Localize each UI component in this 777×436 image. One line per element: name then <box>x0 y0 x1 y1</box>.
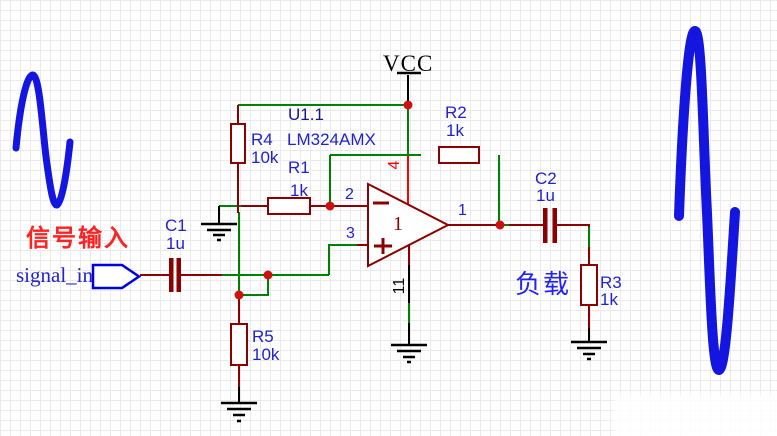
junction-dot-signal <box>263 270 273 280</box>
c1-value[interactable]: 1u <box>166 234 185 253</box>
opamp-symbol[interactable] <box>367 182 451 268</box>
ground-symbol-r3[interactable] <box>571 340 607 361</box>
signal-input-annotation: 信号输入 <box>26 225 130 252</box>
ground-symbol-r5[interactable] <box>221 401 257 423</box>
r4-ref[interactable]: R4 <box>251 130 273 149</box>
c2-value[interactable]: 1u <box>536 186 555 205</box>
resistor-r2-body[interactable] <box>438 146 480 164</box>
c2-ref[interactable]: C2 <box>535 169 557 188</box>
signal-in-port-symbol[interactable] <box>91 263 142 290</box>
capacitor-c1-body[interactable] <box>169 258 181 292</box>
r5-value[interactable]: 10k <box>252 345 280 364</box>
r5-ref[interactable]: R5 <box>252 327 274 346</box>
junction-dot-pin2 <box>325 201 335 211</box>
pin4-number: 4 <box>386 160 403 170</box>
pin2-number: 2 <box>345 186 354 203</box>
r2-value[interactable]: 1k <box>446 121 464 140</box>
junction-dot-output <box>495 220 505 230</box>
resistor-r3-body[interactable] <box>580 264 598 306</box>
r1-value[interactable]: 1k <box>290 181 308 200</box>
ground-wires[interactable] <box>218 71 590 402</box>
signal-in-port-label[interactable]: signal_in <box>16 263 93 287</box>
wire-bias-jog[interactable] <box>239 275 269 296</box>
opamp-designator[interactable]: U1.1 <box>288 105 324 124</box>
pin3-number: 3 <box>346 225 355 242</box>
ground-symbol-pin11[interactable] <box>391 343 427 364</box>
pin1-number: 1 <box>458 202 467 219</box>
resistor-r4-body[interactable] <box>230 123 246 164</box>
opamp-part-number[interactable]: LM324AMX <box>287 130 376 149</box>
wire-to-pin3[interactable] <box>328 244 357 275</box>
load-annotation: 负载 <box>515 269 572 299</box>
vcc-label[interactable]: VCC <box>383 51 434 76</box>
watermark-smudge <box>613 394 777 436</box>
r4-value[interactable]: 10k <box>251 148 279 167</box>
c1-ref[interactable]: C1 <box>165 216 187 235</box>
resistor-r5-body[interactable] <box>230 323 248 366</box>
resistor-r1-body[interactable] <box>267 197 311 215</box>
pin-wires[interactable] <box>140 105 590 387</box>
r2-ref[interactable]: R2 <box>445 103 467 122</box>
r1-ref[interactable]: R1 <box>288 158 310 177</box>
r3-ref[interactable]: R3 <box>600 273 622 292</box>
opamp-gate-number: 1 <box>393 213 403 235</box>
junction-dot-vcc <box>403 100 413 110</box>
output-sine-wave <box>674 25 740 376</box>
c2-right-wire[interactable] <box>557 224 590 227</box>
capacitor-c2-body[interactable] <box>543 208 557 243</box>
junction-dot-bias <box>234 290 244 300</box>
input-sine-wave <box>12 71 74 209</box>
ground-symbol-r1[interactable] <box>201 222 237 242</box>
pin11-number: 11 <box>391 277 408 295</box>
r3-value[interactable]: 1k <box>600 290 618 309</box>
